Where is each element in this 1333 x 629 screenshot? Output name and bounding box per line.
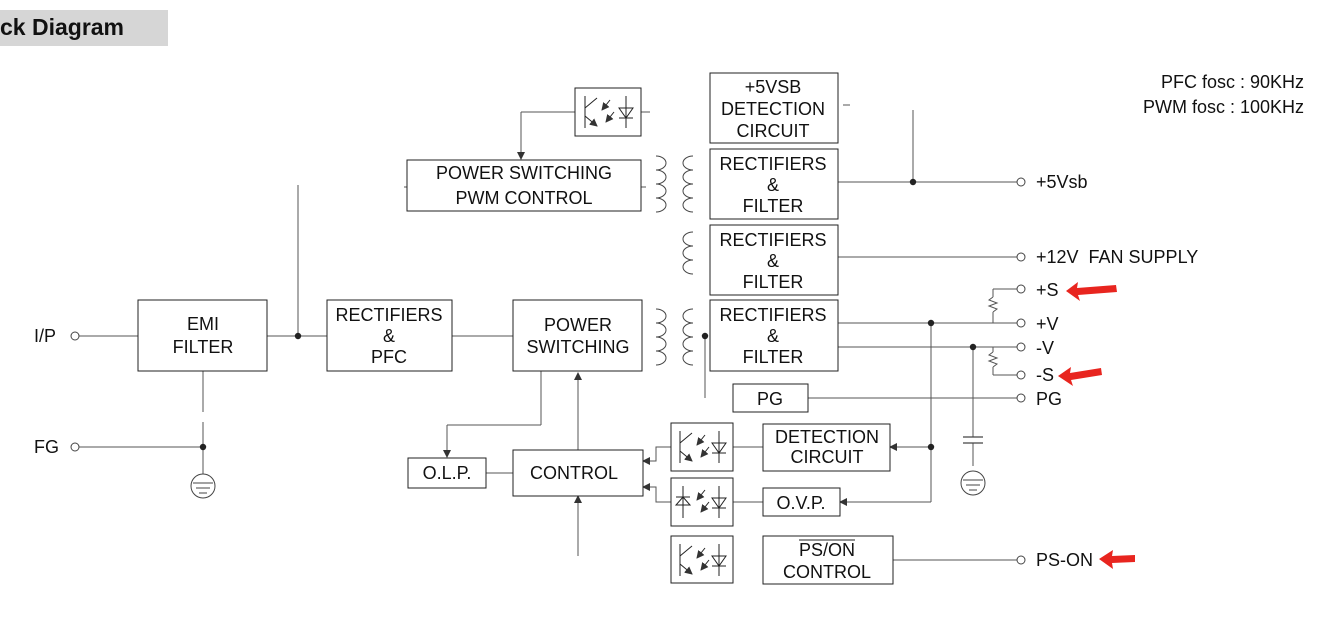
pwm-label-2: PWM CONTROL [456, 188, 593, 208]
pwm-control-box [406, 159, 642, 212]
rectifiers-pfc-box [326, 299, 453, 372]
rect-main-label-1: RECTIFIERS [719, 305, 826, 325]
vsb-terminal-label: +5Vsb [1036, 172, 1088, 192]
red-arrow-icon [1099, 550, 1135, 569]
olp-box [407, 457, 487, 489]
transformer-coils [655, 155, 694, 366]
rectifiers-main-box [709, 299, 839, 372]
plus-v-terminal-label: +V [1036, 314, 1059, 334]
rect-12v-label-3: FILTER [743, 272, 804, 292]
plus-s-terminal-label: +S [1036, 280, 1059, 300]
power-switching-label-2: SWITCHING [527, 337, 630, 357]
rect-5vsb-label-2: & [767, 175, 779, 195]
power-switching-label-1: POWER [544, 315, 612, 335]
red-arrow-icon [1066, 282, 1117, 301]
rect-pfc-label-1: RECTIFIERS [335, 305, 442, 325]
optocoupler-icon [574, 87, 642, 137]
ovp-label: O.V.P. [776, 493, 825, 513]
rect-5vsb-label-3: FILTER [743, 196, 804, 216]
ip-label: I/P [34, 326, 56, 346]
vsb-detect-label-3: CIRCUIT [737, 121, 810, 141]
detection-circuit-box [762, 423, 891, 472]
block-labels: PFC fosc : 90KHz PWM fosc : 100KHz EMI F… [34, 72, 1304, 582]
ovp-box [762, 487, 841, 517]
detection-label-2: CIRCUIT [791, 447, 864, 467]
junction-dots [199, 178, 977, 451]
rect-12v-label-1: RECTIFIERS [719, 230, 826, 250]
emi-label-1: EMI [187, 314, 219, 334]
rectifiers-5vsb-box [709, 148, 839, 220]
terminal-circles [70, 177, 1026, 565]
minus-v-terminal-label: -V [1036, 338, 1054, 358]
pson-control-box [762, 535, 894, 585]
block-boxes [137, 72, 894, 585]
pson-label-1: PS/ON [799, 540, 855, 560]
pg-block-label: PG [757, 389, 783, 409]
power-switching-box [512, 299, 643, 372]
red-arrow-icon [1058, 367, 1102, 386]
optocoupler-icon [670, 477, 734, 527]
pson-terminal-label: PS-ON [1036, 550, 1093, 570]
vsb-detect-label-1: +5VSB [745, 77, 802, 97]
olp-label: O.L.P. [423, 463, 472, 483]
control-label: CONTROL [530, 463, 618, 483]
vsb-detect-label-2: DETECTION [721, 99, 825, 119]
minus-s-terminal-label: -S [1036, 365, 1054, 385]
red-arrows [1058, 282, 1135, 569]
rect-pfc-label-2: & [383, 326, 395, 346]
emi-filter-box [137, 299, 268, 372]
emi-label-2: FILTER [173, 337, 234, 357]
fan-terminal-label: +12V FAN SUPPLY [1036, 247, 1198, 267]
earth-ground-icon [190, 473, 216, 499]
optocoupler-icon [670, 422, 734, 472]
vsb-detection-box [709, 72, 839, 144]
control-box [512, 449, 644, 497]
chassis-ground-icon [960, 470, 986, 496]
rect-pfc-label-3: PFC [371, 347, 407, 367]
pwm-freq-label: PWM fosc : 100KHz [1143, 97, 1304, 117]
page-title: ck Diagram [0, 14, 125, 40]
optocoupler-icon [670, 535, 734, 584]
pfc-freq-label: PFC fosc : 90KHz [1161, 72, 1304, 92]
pg-box [732, 383, 809, 413]
rect-5vsb-label-1: RECTIFIERS [719, 154, 826, 174]
detection-label-1: DETECTION [775, 427, 879, 447]
pson-label-2: CONTROL [783, 562, 871, 582]
rect-main-label-2: & [767, 326, 779, 346]
header-bar [0, 10, 168, 46]
fg-label: FG [34, 437, 59, 457]
rect-12v-label-2: & [767, 251, 779, 271]
rectifiers-12v-box [709, 224, 839, 296]
rect-main-label-3: FILTER [743, 347, 804, 367]
capacitor-icon [963, 436, 983, 444]
pwm-label-1: POWER SWITCHING [436, 163, 612, 183]
pg-terminal-label: PG [1036, 389, 1062, 409]
